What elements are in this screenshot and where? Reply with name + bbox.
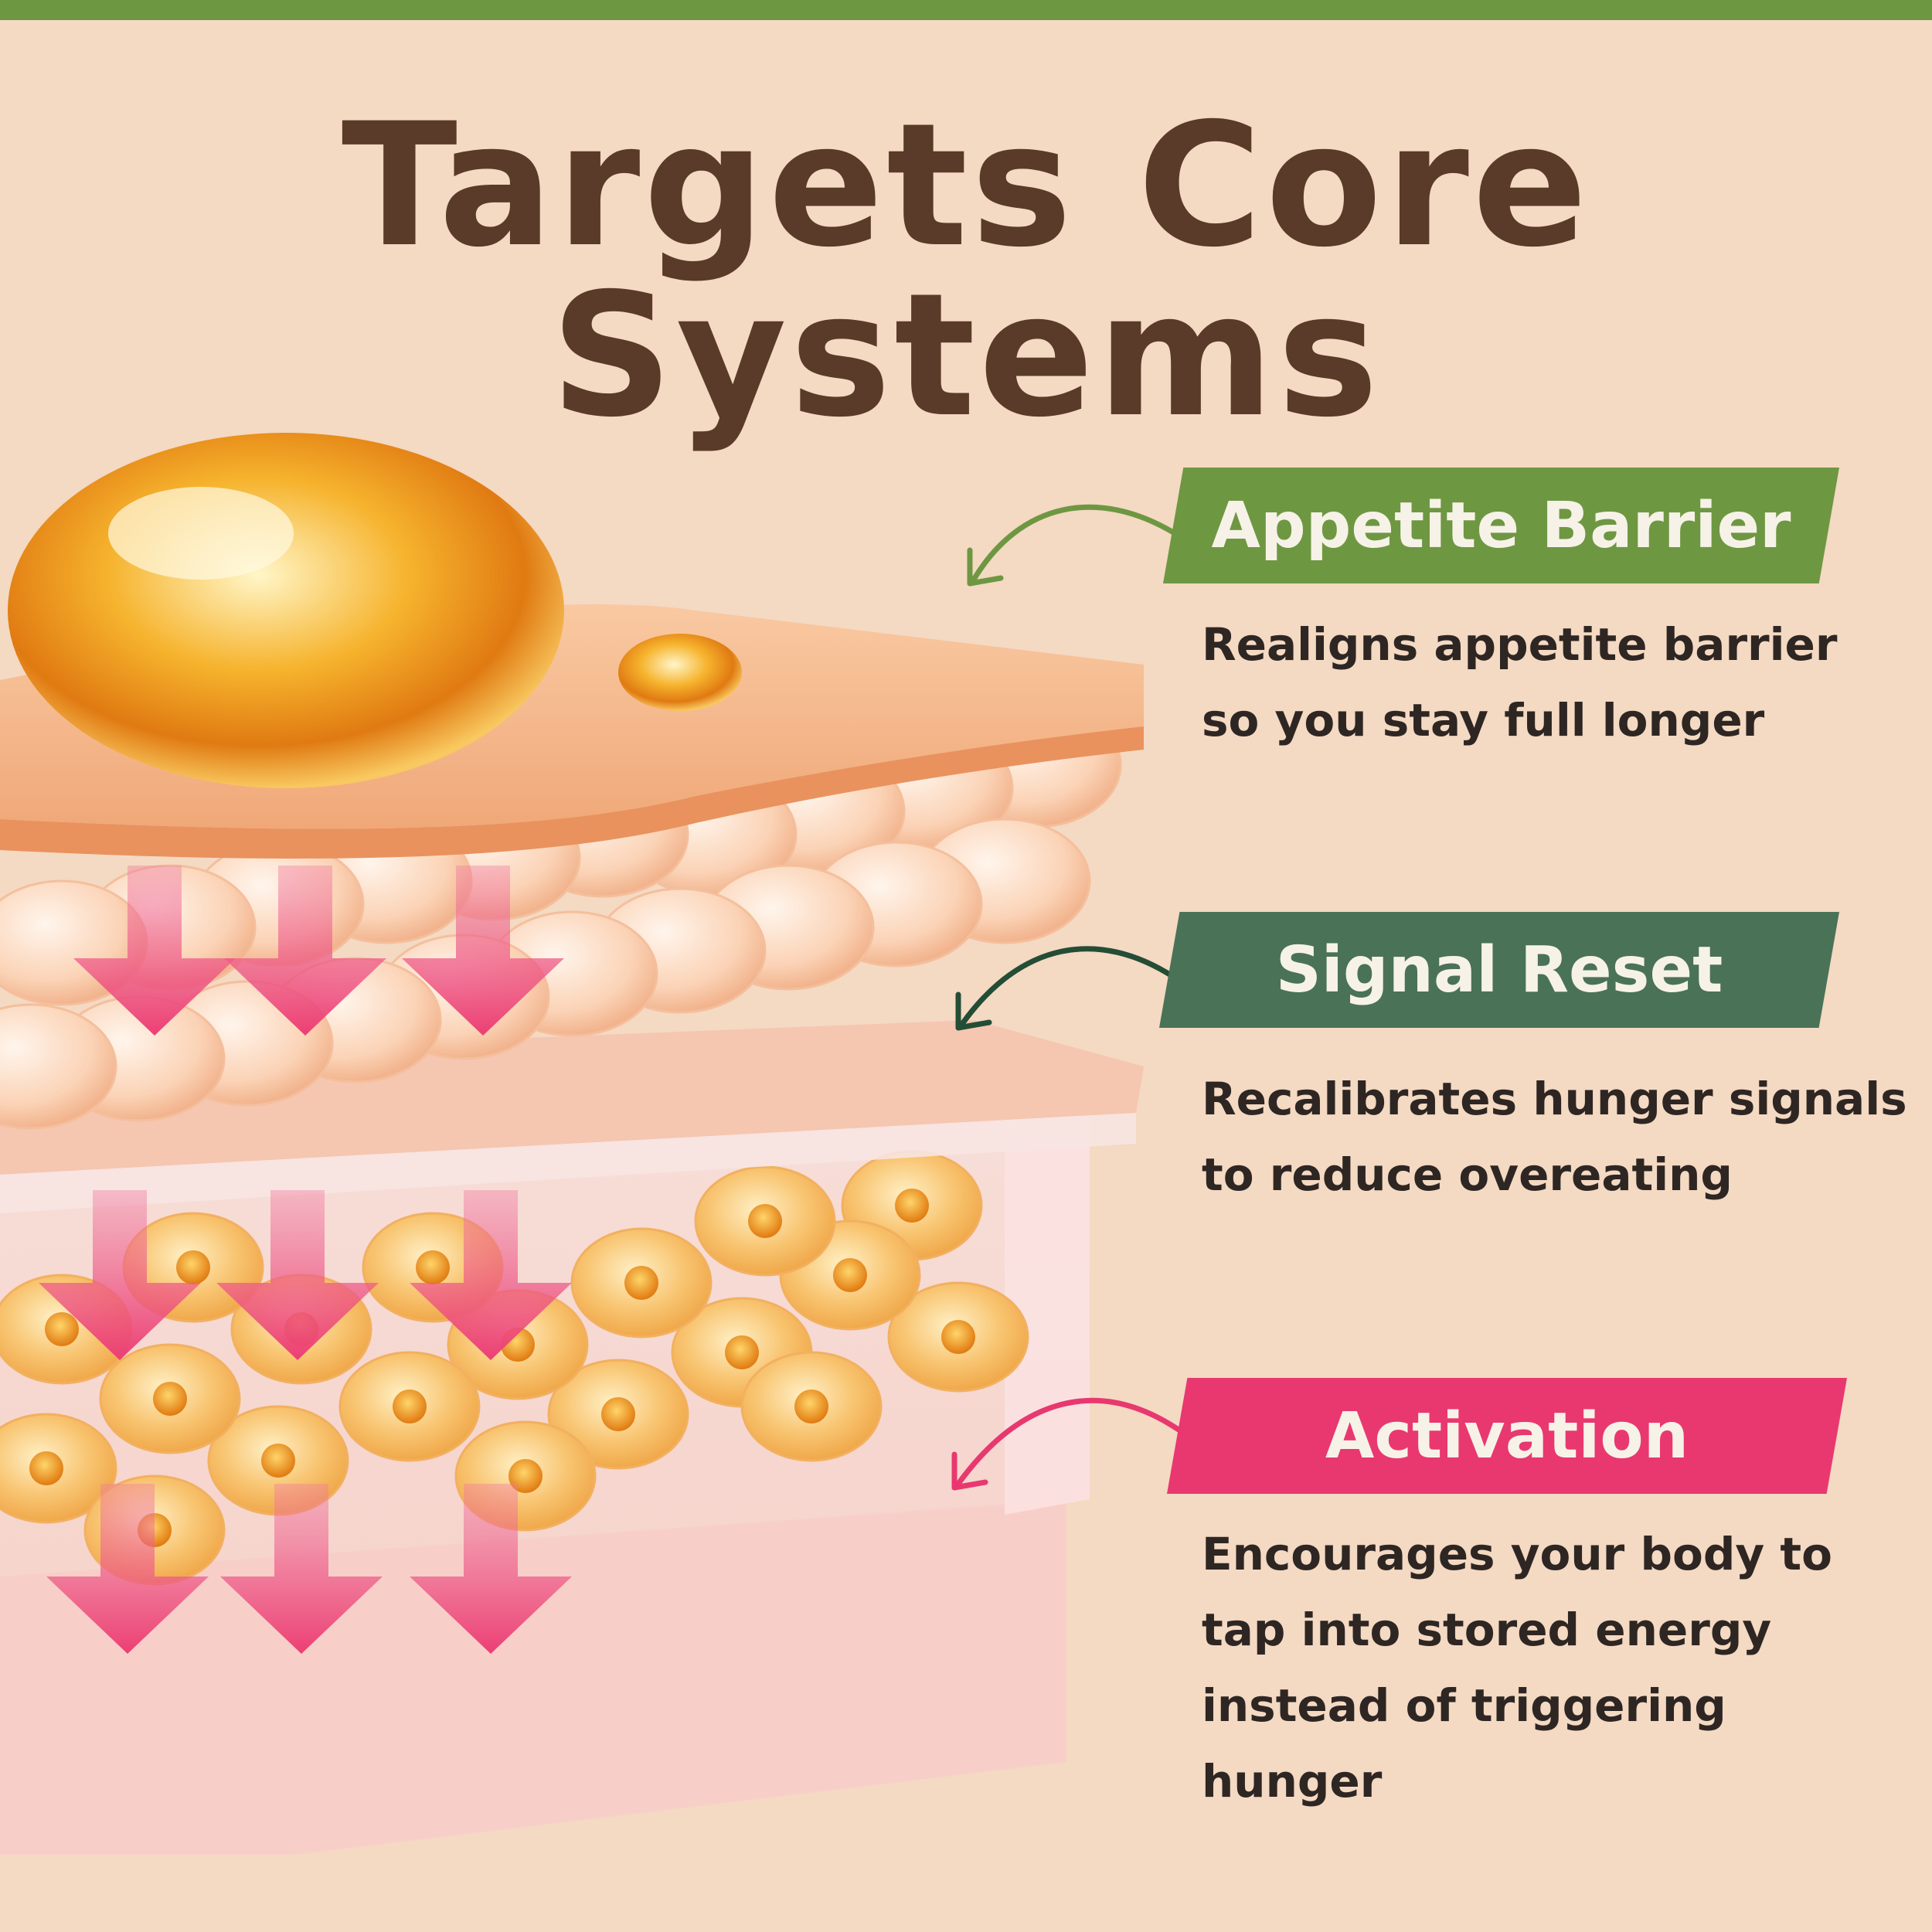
- desc-line: Encourages your body to: [1202, 1528, 1832, 1580]
- appetite-barrier-arrow: [971, 504, 1178, 583]
- label-appetite-barrier: Appetite Barrier: [1163, 468, 1839, 583]
- desc-line: instead of triggering: [1202, 1679, 1726, 1732]
- desc-line: so you stay full longer: [1202, 694, 1765, 747]
- page-title: Targets Core Systems: [341, 87, 1591, 454]
- desc-line: Recalibrates hunger signals: [1202, 1073, 1907, 1125]
- layered-tissue-illustration: [0, 433, 1144, 1855]
- desc-appetite-barrier: Realigns appetite barrier so you stay fu…: [1202, 607, 1928, 758]
- desc-line: hunger: [1202, 1755, 1383, 1808]
- label-activation: Activation: [1167, 1378, 1847, 1494]
- activation-arrow: [955, 1397, 1182, 1487]
- signal-reset-arrow: [959, 946, 1178, 1027]
- desc-line: tap into stored energy: [1202, 1604, 1772, 1656]
- top-accent-bar: [0, 0, 1932, 20]
- desc-line: to reduce overeating: [1202, 1148, 1733, 1201]
- label-signal-reset: Signal Reset: [1159, 912, 1839, 1028]
- desc-line: Realigns appetite barrier: [1202, 618, 1838, 671]
- desc-signal-reset: Recalibrates hunger signals to reduce ov…: [1202, 1061, 1928, 1213]
- desc-activation: Encourages your body to tap into stored …: [1202, 1516, 1928, 1819]
